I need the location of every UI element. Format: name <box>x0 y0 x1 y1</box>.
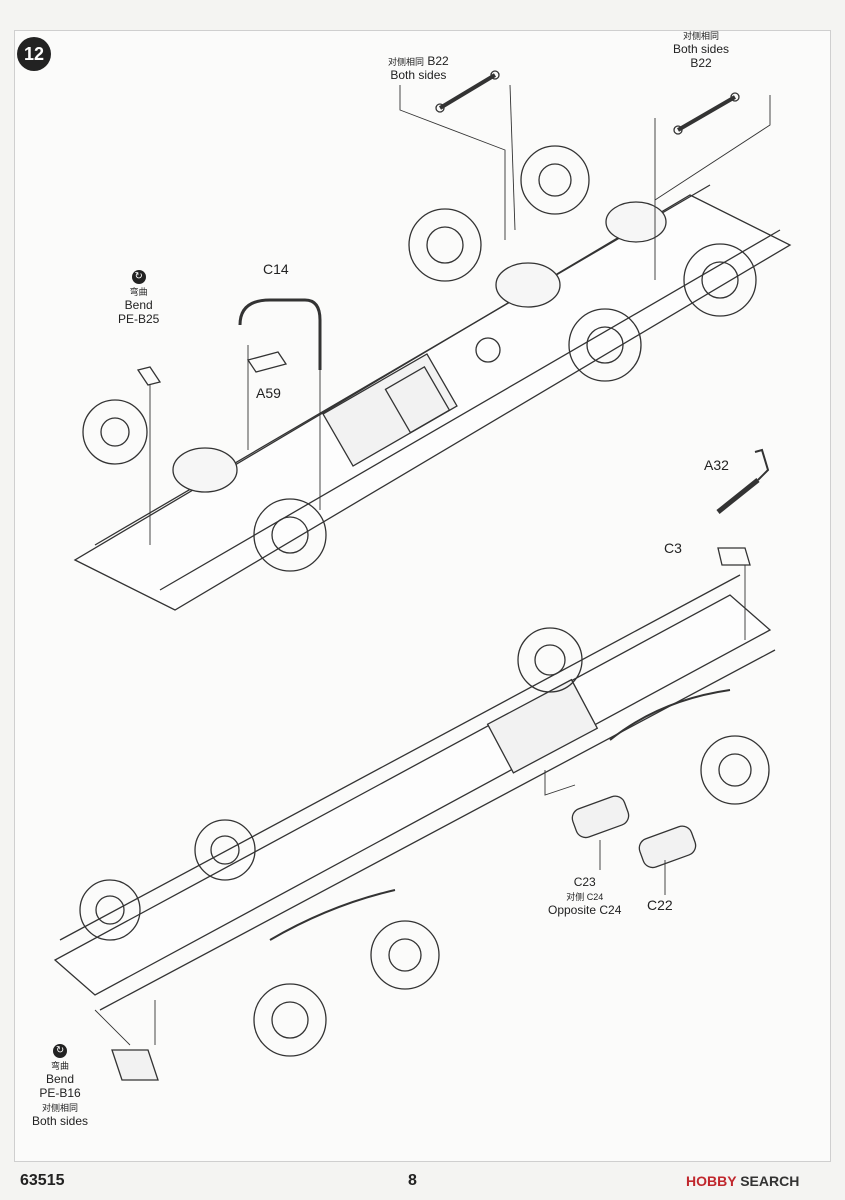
lower-chassis-drawing <box>53 574 776 1057</box>
step-number-badge: 12 <box>17 37 51 71</box>
c23-cn: 对侧 C24 <box>566 892 604 902</box>
c23-part <box>571 795 630 839</box>
c14-part <box>238 298 322 370</box>
a32-label: A32 <box>704 457 729 473</box>
c23-en: Opposite C24 <box>548 903 622 917</box>
c22-label: C22 <box>647 897 673 913</box>
b22-right-en: Both sides <box>673 42 730 56</box>
c3-part <box>717 547 751 566</box>
bend-top-code: PE-B25 <box>118 312 160 326</box>
b22-right-code: B22 <box>690 56 712 70</box>
bend-bottom-label: ↻ 弯曲 Bend PE-B16 对侧相同 Both sides <box>32 1042 88 1128</box>
watermark-logo: HOBBY <box>686 1173 737 1189</box>
bend-icon: ↻ <box>131 270 146 284</box>
b22-left-label: 对侧相同 B22 Both sides <box>388 54 449 82</box>
c23-label: C23 对侧 C24 Opposite C24 <box>548 875 621 917</box>
bend-bottom-en: Bend <box>46 1072 75 1086</box>
b22-left-code: B22 <box>427 54 449 68</box>
c14-label: C14 <box>263 261 289 277</box>
a59-label: A59 <box>256 385 281 401</box>
c3-label: C3 <box>664 540 682 556</box>
bend-bottom-cn: 弯曲 <box>51 1061 70 1071</box>
bend-bottom-cn2: 对侧相同 <box>42 1103 79 1113</box>
bend-bottom-en2: Both sides <box>32 1114 89 1128</box>
bend-top-label: ↻ 弯曲 Bend PE-B25 <box>118 268 159 326</box>
watermark-text: SEARCH <box>740 1173 800 1189</box>
bend-top-en: Bend <box>124 298 153 312</box>
bend-top-cn: 弯曲 <box>129 287 148 297</box>
product-code: 63515 <box>20 1172 65 1189</box>
a32-part <box>716 448 770 514</box>
b22-right-label: 对侧相同 Both sides B22 <box>673 28 729 70</box>
b22-left-cn: 对侧相同 <box>388 57 425 67</box>
c23-code: C23 <box>573 875 596 889</box>
b22-link-left <box>435 70 500 113</box>
page-number: 8 <box>408 1172 417 1189</box>
pe-b25-part <box>136 366 162 386</box>
bend-bottom-code: PE-B16 <box>39 1086 81 1100</box>
bend-icon-bottom: ↻ <box>53 1044 68 1058</box>
pe-b16-part <box>111 1049 159 1081</box>
a59-part <box>246 351 288 373</box>
upper-chassis-drawing <box>73 145 792 611</box>
c22-part <box>638 825 697 869</box>
b22-right-cn: 对侧相同 <box>683 31 720 41</box>
watermark: HOBBY SEARCH <box>686 1173 799 1189</box>
b22-left-en: Both sides <box>390 68 447 82</box>
b22-link-right <box>673 92 740 135</box>
